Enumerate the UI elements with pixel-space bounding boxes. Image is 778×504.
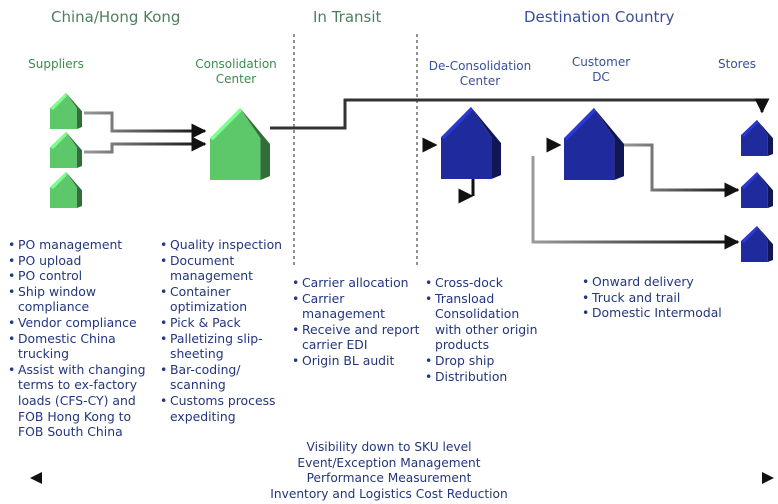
suppliers-list-item: PO management (8, 237, 158, 253)
suppliers-list-item: Assist with changing terms to ex-factory… (8, 362, 158, 440)
customer-dc-building-icon (564, 108, 624, 180)
consolidation-list-item: Palletizing slip-sheeting (160, 331, 294, 362)
region-transit-heading: In Transit (313, 8, 382, 26)
consolidation-list-item: Document management (160, 253, 294, 284)
deconsolidation-list-item: Transload Consolidation with other origi… (425, 291, 549, 353)
transit-list-item: Origin BL audit (292, 353, 420, 369)
footer-line: Visibility down to SKU level (306, 440, 472, 454)
transit-list-item: Receive and report carrier EDI (292, 322, 420, 353)
arrow-consolidation-stores (270, 98, 770, 130)
arrow-customer-dc-store2 (622, 143, 740, 198)
transit-list-item: Carrier allocation (292, 275, 420, 291)
consolidation-center-building-icon (210, 108, 270, 180)
consolidation-list-item: Quality inspection (160, 237, 294, 253)
deconsolidation-list-item: Cross-dock (425, 275, 549, 291)
arrow-supplier1-consolidation (84, 111, 207, 139)
store-building-icon (741, 172, 773, 208)
region-origin-heading: China/Hong Kong (51, 8, 181, 26)
transit-list-item: Carrier management (292, 291, 420, 322)
transit-services-list: Carrier allocationCarrier managementRece… (292, 275, 420, 369)
consolidation-list-item: Customs process expediting (160, 393, 294, 424)
footer-line: Inventory and Logistics Cost Reduction (270, 486, 508, 501)
arrow-supplier2-consolidation (84, 136, 207, 154)
arrow-deconsolidation-store3 (531, 156, 740, 250)
suppliers-services-list: PO managementPO uploadPO controlShip win… (8, 237, 158, 440)
deconsolidation-center-building-icon (441, 107, 501, 179)
suppliers-list-item: PO upload (8, 253, 158, 269)
supplier-building-icon (50, 132, 82, 168)
suppliers-list-item: Domestic China trucking (8, 331, 158, 362)
footer-benefits: Visibility down to SKU level Event/Excep… (0, 440, 778, 502)
deconsolidation-services-list: Cross-dockTransload Consolidation with o… (425, 275, 549, 384)
customer-dc-list-item: Onward delivery (582, 274, 752, 290)
store-building-icon (741, 226, 773, 262)
deconsolidation-list-item: Drop ship (425, 353, 549, 369)
region-destination-heading: Destination Country (524, 8, 675, 26)
consolidation-list-item: Pick & Pack (160, 315, 294, 331)
stage-label-stores: Stores (718, 57, 756, 71)
footer-arrowhead-left (30, 472, 42, 484)
footer-arrowhead-right (762, 472, 774, 484)
supplier-building-icon (50, 172, 82, 208)
deconsolidation-list-item: Distribution (425, 369, 549, 385)
footer-line: Performance Measurement (306, 471, 472, 486)
consolidation-list-item: Container optimization (160, 284, 294, 315)
customer-dc-services-list: Onward deliveryTruck and trailDomestic I… (582, 274, 752, 321)
stage-label-suppliers: Suppliers (28, 57, 84, 71)
customer-dc-list-item: Truck and trail (582, 290, 752, 306)
suppliers-list-item: Ship window compliance (8, 284, 158, 315)
suppliers-list-item: Vendor compliance (8, 315, 158, 331)
footer-line: Event/Exception Management (297, 455, 481, 470)
supplier-building-icon (50, 93, 82, 129)
suppliers-list-item: PO control (8, 268, 158, 284)
consolidation-services-list: Quality inspectionDocument managementCon… (160, 237, 294, 424)
customer-dc-list-item: Domestic Intermodal (582, 305, 752, 321)
store-building-icon (741, 120, 773, 156)
consolidation-list-item: Bar-coding/ scanning (160, 362, 294, 393)
